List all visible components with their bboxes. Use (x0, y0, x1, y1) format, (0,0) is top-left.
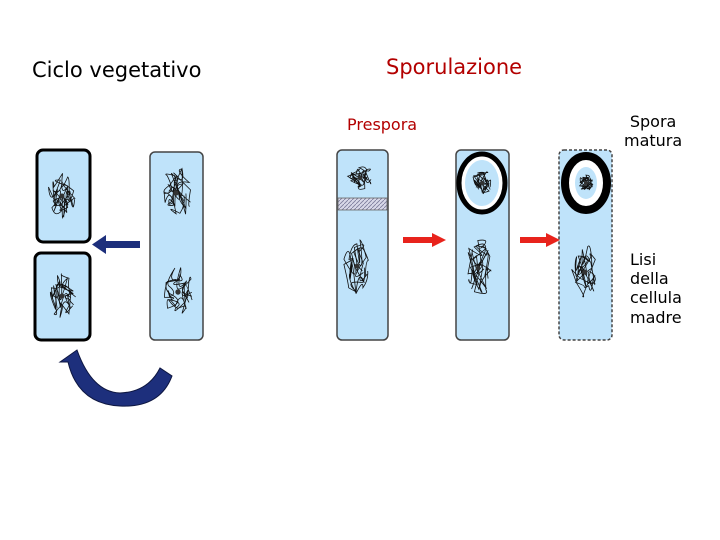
mother-cell-lysis-label: Lisi della cellula madre (630, 250, 682, 327)
nucleoid-core (59, 193, 65, 199)
chromosome-strand (49, 273, 74, 318)
nucleoid-core (173, 190, 179, 196)
mature-spore-label-line-1: Spora (629, 112, 677, 131)
lysis-label-line-2: della (630, 269, 669, 289)
chromosome-strand (467, 245, 489, 294)
lysis-label-line-4: madre (630, 307, 682, 327)
prespore-label: Prespora (347, 115, 418, 134)
chromosome-strand (164, 267, 192, 314)
chromosome-strand (165, 274, 193, 310)
mature-spore-label-line-2: matura (624, 131, 683, 151)
chromosome-strand (574, 255, 596, 292)
nucleoid-core (584, 181, 588, 185)
red-arrow-2 (520, 233, 560, 247)
chromosome-strand (49, 275, 74, 314)
chromosome-strand (52, 173, 73, 218)
chromosome-strand (571, 253, 596, 298)
red-arrow-1 (403, 233, 446, 247)
division-arrow (92, 235, 140, 254)
lysis-label-line-1: Lisi (630, 250, 657, 269)
cycle-arrow (58, 349, 173, 407)
nucleoid-core (175, 289, 181, 295)
nucleoid-core (582, 269, 588, 275)
chromosome-strand (476, 172, 491, 193)
nucleoid-core (475, 265, 481, 271)
sporulation-title: Sporulazione (386, 55, 523, 79)
mature-spore-label: Spora matura (624, 112, 682, 150)
nucleoid-core (59, 293, 65, 299)
vegetative-cycle-title: Ciclo vegetativo (32, 58, 202, 82)
chromosome-strand (48, 179, 76, 215)
chromosome-strand (343, 243, 369, 293)
lysis-label-line-3: cellula (630, 288, 682, 308)
nucleoid-core (357, 175, 363, 181)
nucleoid-core (354, 263, 360, 269)
chromosome-strand (163, 168, 191, 215)
nucleoid-core (480, 181, 484, 185)
septum (337, 197, 388, 211)
chromosome-strand (467, 239, 492, 294)
chromosome-strand (167, 267, 193, 312)
chromosome-strand (579, 176, 593, 190)
chromosomes (48, 166, 596, 318)
